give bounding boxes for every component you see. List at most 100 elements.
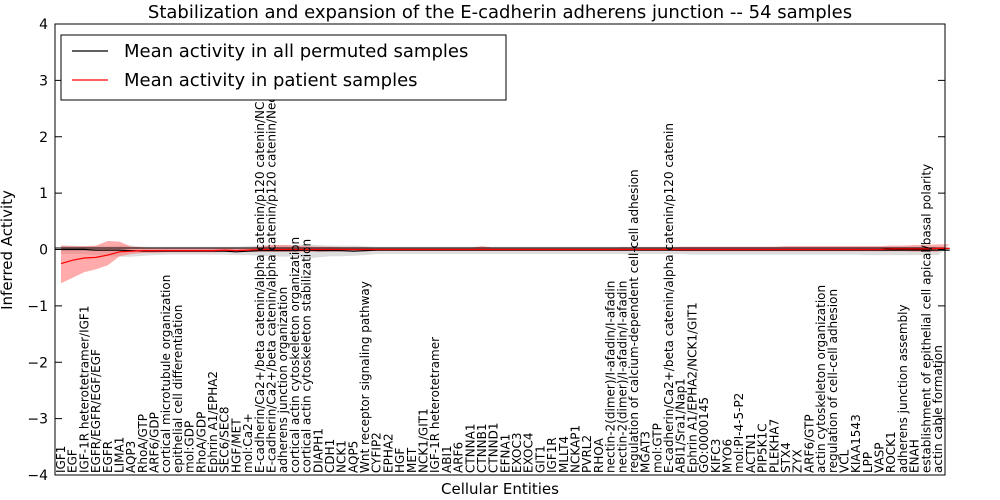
x-tick-label: MYO6 — [721, 439, 735, 473]
x-tick-label: PLEKHA7 — [767, 419, 781, 473]
y-axis: 4 3 2 1 0 −1 −2 −3 −4 — [27, 17, 945, 484]
x-tick-label: GO:0000145 — [697, 397, 711, 473]
x-tick-label: adherens junction organization — [276, 287, 290, 473]
y-tick-label: −4 — [27, 468, 48, 484]
x-tick-label: regulation of calcium-dependent cell-cel… — [627, 169, 641, 473]
x-tick-label: KIFC3 — [709, 439, 723, 473]
x-tick-label: PIP5K1C — [756, 423, 770, 473]
x-tick-label: MET — [405, 447, 419, 473]
legend-box — [60, 34, 507, 101]
x-tick-label: MLLT4 — [557, 436, 571, 473]
series-lines — [60, 247, 950, 265]
x-tick-label: ROCK1 — [884, 431, 898, 473]
x-tick-label: E-cadherin/Ca2+/beta catenin/alpha caten… — [253, 86, 267, 473]
x-tick-label: CTNNA1 — [463, 423, 477, 473]
x-tick-label: cortical actin cytoskeleton stabilizatio… — [300, 239, 314, 473]
x-tick-label: RhoA/GTP — [136, 414, 150, 473]
x-tick-label: IGF1 — [54, 446, 68, 473]
x-tick-label: CTNND1 — [487, 422, 501, 473]
x-tick-label: LPP — [861, 452, 875, 473]
x-tick-label: VCL — [838, 449, 852, 473]
x-tick-label: RHOA — [592, 437, 606, 473]
y-tick-label: 1 — [39, 186, 48, 202]
x-tick-label: AQP3 — [124, 441, 138, 473]
x-tick-label: EFNA1 — [498, 434, 512, 473]
x-tick-label: establishment of epithelial cell apical/… — [919, 164, 933, 473]
x-tick-label: HGF/MET — [229, 418, 243, 473]
x-tick-label: AQP5 — [346, 441, 360, 473]
y-axis-label: Inferred Activity — [0, 190, 16, 310]
legend-label-permuted: Mean activity in all permuted samples — [124, 41, 468, 62]
x-tick-label: EPHA2 — [381, 433, 395, 473]
x-tick-label: VASP — [873, 442, 887, 473]
x-tick-label: Wnt receptor signaling pathway — [358, 281, 372, 473]
x-tick-label: Ephrin A1/EPHA2 — [206, 371, 220, 473]
patient-band — [61, 241, 950, 284]
x-tick-label: ACTN1 — [744, 433, 758, 473]
legend-label-patient: Mean activity in patient samples — [124, 70, 418, 91]
x-tick-label: ZYX — [791, 449, 805, 473]
y-tick-label: 0 — [39, 243, 48, 259]
x-tick-label: cortical actin cytoskeleton organization — [288, 237, 302, 473]
x-tick-label: actin cable formation — [931, 345, 945, 473]
x-tick-label: CYFIP2 — [370, 432, 384, 473]
x-tick-label: cortical microtubule organization — [159, 275, 173, 473]
y-tick-label: −1 — [27, 299, 48, 315]
x-tick-label: EXOC4 — [522, 433, 536, 474]
x-tick-label: mol:GDP — [183, 421, 197, 473]
plot-frame — [54, 23, 946, 476]
x-tick-label: KIAA1543 — [849, 414, 863, 473]
x-tick-label: RhoA/GDP — [194, 412, 208, 473]
x-tick-label: STX4 — [779, 442, 793, 473]
x-tick-label: ARF6/GDP — [148, 412, 162, 473]
x-tick-label: PVRL2 — [580, 435, 594, 473]
x-axis-label: Cellular Entities — [441, 480, 559, 498]
x-tick-label: EGFR — [101, 441, 115, 473]
x-tick-label: CTNNB1 — [475, 423, 489, 473]
x-tick-label: regulation of cell-cell adhesion — [826, 289, 840, 473]
legend: Mean activity in all permuted samples Me… — [60, 34, 507, 101]
x-tick-label: ARF6 — [452, 442, 466, 473]
x-tick-label: IGF1R — [545, 437, 559, 473]
x-tick-label: NCK1/GIT1 — [417, 408, 431, 473]
x-tick-label: ENAH — [908, 439, 922, 473]
x-tick-label: NCK1 — [335, 440, 349, 473]
x-tick-label: mol:PI-4-5-P2 — [732, 393, 746, 473]
x-tick-label: ARF6/GTP — [802, 414, 816, 473]
x-tick-label: ABI1 — [440, 445, 454, 473]
chart-title: Stabilization and expansion of the E-cad… — [148, 2, 852, 23]
x-tick-label: nectin-2(dimer)/I-afadin/I-afadin — [604, 281, 618, 473]
y-tick-label: −2 — [27, 355, 48, 371]
x-tick-label: MGAT3 — [639, 431, 653, 473]
y-tick-label: 4 — [39, 17, 48, 33]
x-tick-label: adherens junction assembly — [896, 304, 910, 473]
x-tick-label: CDH1 — [323, 439, 337, 473]
x-tick-label: mol:Ca2+ — [241, 413, 255, 473]
x-tick-label: actin cytoskeleton organization — [814, 285, 828, 473]
x-tick-label: GIT1 — [533, 445, 547, 473]
x-tick-label: EGF — [66, 449, 80, 473]
x-tick-label: LIMA1 — [113, 437, 127, 473]
x-tick-label: DIAPH1 — [311, 428, 325, 473]
x-tick-label: SEC6/SEC8 — [218, 407, 232, 473]
x-tick-label: E-cadherin/Ca2+/beta catenin/alpha caten… — [265, 68, 279, 473]
y-tick-label: −3 — [27, 412, 48, 428]
x-tick-label: NCKAP1 — [569, 425, 583, 473]
x-tick-label: ABI1/Sra1/Nap1 — [674, 378, 688, 473]
x-tick-label: IGF-1R heterotetramer/IGF1 — [77, 306, 91, 473]
x-tick-label: E-cadherin/Ca2+/beta catenin/alpha caten… — [662, 123, 676, 473]
x-tick-label: Ephrin A1/EPHA2/NCK1/GIT1 — [685, 302, 699, 473]
x-tick-label: EXOC3 — [510, 433, 524, 474]
confidence-bands — [61, 241, 950, 284]
x-tick-label: mol:GTP — [650, 423, 664, 473]
series-line-patient — [60, 247, 950, 265]
x-tick-label: nectin-2(dimer)/I-afadin/I-afadin — [615, 281, 629, 473]
x-tick-label: epithelial cell differentiation — [171, 305, 185, 473]
x-tick-label: EGFR/EGFR/EGF/EGF — [89, 349, 103, 473]
y-tick-label: 3 — [39, 73, 48, 89]
x-tick-label: IGF-1R heterotetramer — [428, 337, 442, 473]
x-tick-label: HGF — [393, 448, 407, 473]
y-tick-label: 2 — [39, 130, 48, 146]
